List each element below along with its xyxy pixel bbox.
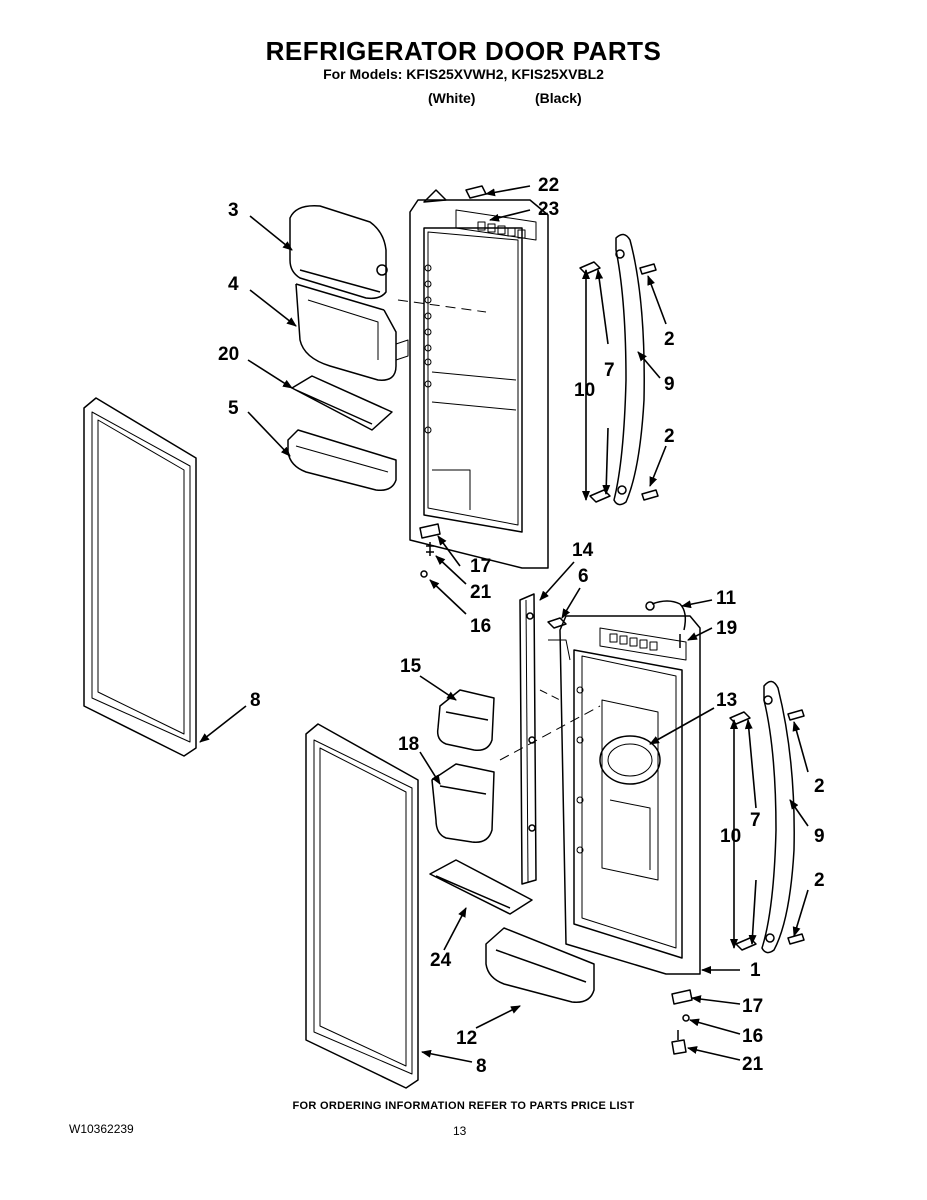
lower-door-handle	[761, 680, 795, 954]
callout-7-lower: 7	[750, 810, 761, 831]
callout-16-lower: 16	[742, 1026, 763, 1047]
callout-9-upper: 9	[664, 374, 675, 395]
lower-screw-7a	[729, 711, 751, 725]
upper-door-liner	[397, 189, 549, 569]
upper-hinge-17	[419, 523, 441, 539]
callout-2-lower-top: 2	[814, 776, 825, 797]
callout-22: 22	[538, 175, 559, 196]
part-3-bin-cover	[289, 205, 388, 300]
part-13-ice-chute-ring	[599, 735, 661, 785]
callout-2-upper-top: 2	[664, 329, 675, 350]
upper-screw-2a	[639, 263, 657, 275]
upper-screw-2b	[641, 489, 659, 501]
part-4-bin	[295, 283, 409, 381]
callout-7-upper: 7	[604, 360, 615, 381]
lower-screw-2b	[787, 933, 805, 945]
callout-3: 3	[228, 200, 239, 221]
part-18-bin	[431, 763, 495, 843]
lower-screw-21	[671, 1030, 687, 1055]
callout-13: 13	[716, 690, 737, 711]
part-22-cap	[465, 185, 487, 199]
lower-bushing-16	[682, 1014, 690, 1022]
callout-8-lower: 8	[476, 1056, 487, 1077]
part-11-connector	[645, 601, 655, 611]
callout-21-lower: 21	[742, 1054, 764, 1075]
callout-12: 12	[456, 1028, 477, 1049]
ordering-note: FOR ORDERING INFORMATION REFER TO PARTS …	[292, 1100, 635, 1112]
document-number: W10362239	[69, 1122, 134, 1136]
callout-17-lower: 17	[742, 996, 763, 1017]
callout-10-upper: 10	[574, 380, 595, 401]
callout-2-upper-bottom: 2	[664, 426, 675, 447]
callout-4: 4	[228, 274, 239, 295]
door-gasket-upper	[83, 397, 197, 757]
variant-white-label: (White)	[428, 90, 476, 106]
lower-hinge-17	[671, 989, 693, 1005]
upper-door-handle	[613, 233, 645, 506]
variant-black-label: (Black)	[535, 90, 582, 106]
page-title: REFRIGERATOR DOOR PARTS	[265, 36, 662, 66]
callout-1: 1	[750, 960, 761, 981]
upper-bushing-16	[420, 570, 428, 578]
callout-6: 6	[578, 566, 589, 587]
callout-20: 20	[218, 344, 239, 365]
lower-door-liner	[499, 615, 701, 975]
upper-screw-7b	[589, 489, 611, 503]
part-24-shelf	[429, 859, 533, 915]
callout-8-upper: 8	[250, 690, 261, 711]
part-14-mullion-strip	[519, 593, 537, 885]
callout-11: 11	[716, 588, 737, 609]
callout-14: 14	[572, 540, 594, 561]
callout-15: 15	[400, 656, 422, 677]
callout-10-lower: 10	[720, 826, 741, 847]
part-12-bin	[485, 927, 595, 1003]
door-gasket-lower	[305, 723, 419, 1089]
lower-screw-2a	[787, 709, 805, 721]
callout-23: 23	[538, 199, 559, 220]
part-20-shelf	[291, 375, 393, 431]
part-5-bin	[287, 429, 397, 492]
page-number: 13	[453, 1124, 467, 1138]
upper-screw-7a	[579, 261, 601, 275]
callout-5: 5	[228, 398, 239, 419]
part-11-wire-harness	[651, 600, 687, 631]
model-subtitle: For Models: KFIS25XVWH2, KFIS25XVBL2	[323, 66, 604, 82]
callout-2-lower-bottom: 2	[814, 870, 825, 891]
callout-18: 18	[398, 734, 419, 755]
upper-screw-21	[426, 542, 434, 556]
callout-24: 24	[430, 950, 452, 971]
part-15-bin	[436, 689, 495, 752]
callout-16-upper: 16	[470, 616, 491, 637]
callout-19: 19	[716, 618, 737, 639]
part-6-screw	[547, 617, 567, 629]
callout-21-upper: 21	[470, 582, 492, 603]
callout-17-upper: 17	[470, 556, 491, 577]
callout-9-lower: 9	[814, 826, 825, 847]
